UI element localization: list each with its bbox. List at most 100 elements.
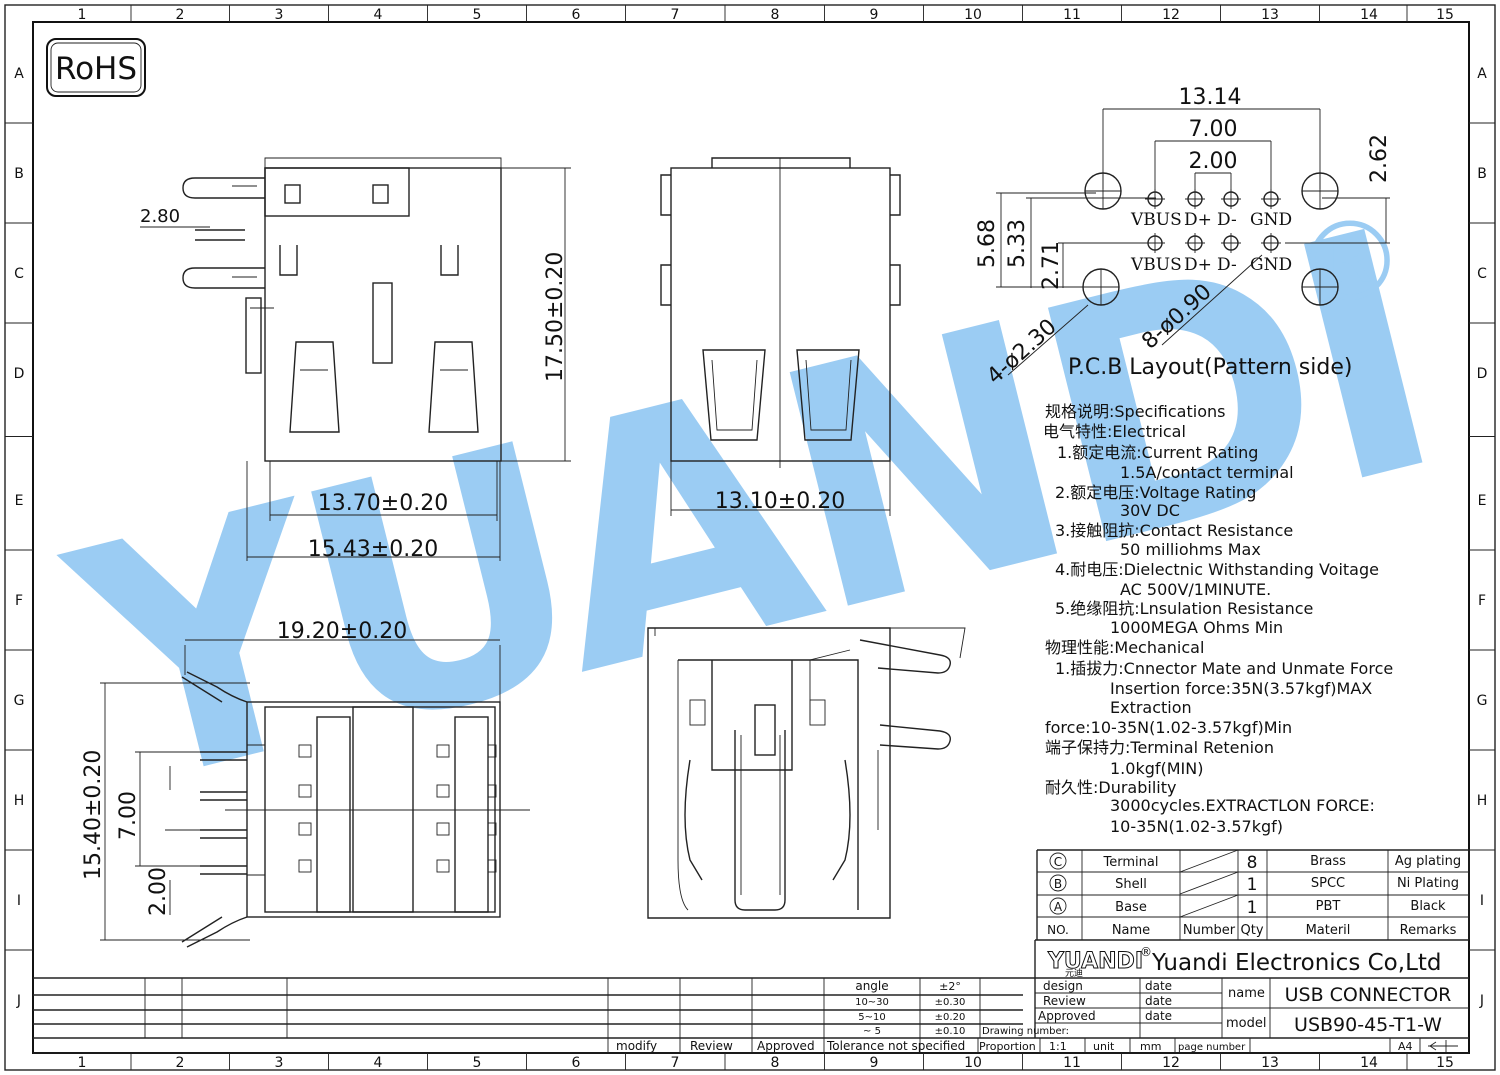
pcb-dim-2-71: 2.71	[1039, 241, 1064, 290]
zone-bottom-1: 1	[78, 1055, 87, 1071]
bom-mark: A	[1054, 900, 1063, 914]
svg-text:®: ®	[1140, 945, 1152, 959]
dim-front-width: 13.10±0.20	[715, 489, 845, 514]
spec-line: 10-35N(1.02-3.57kgf)	[1110, 817, 1283, 836]
zone-right-D: D	[1477, 366, 1488, 382]
label-date-3: date	[1145, 1009, 1172, 1023]
spec-line: Extraction	[1110, 698, 1192, 717]
value-name: USB CONNECTOR	[1285, 984, 1452, 1006]
zone-left-B: B	[14, 166, 24, 182]
bom-mark-circle	[1049, 874, 1067, 892]
zone-top-6: 6	[572, 7, 581, 23]
dim-bottom-width: 19.20±0.20	[277, 619, 407, 644]
bom-mark: C	[1054, 855, 1062, 869]
dim-2-80: 2.80	[140, 206, 180, 227]
bom-name: Base	[1115, 900, 1147, 915]
zone-top-11: 11	[1063, 7, 1081, 23]
spec-line: 5.绝缘阻抗:Lnsulation Resistance	[1055, 599, 1313, 618]
zone-bottom-5: 5	[473, 1055, 482, 1071]
zone-bottom-4: 4	[374, 1055, 383, 1071]
logo-text: YUANDI	[1047, 949, 1143, 974]
zone-markers: 1122334455667788991010111112121313141415…	[5, 5, 1495, 1071]
zone-bottom-13: 13	[1261, 1055, 1279, 1071]
label-proportion: Proportion	[979, 1040, 1036, 1053]
pcb-dim-2-62: 2.62	[1367, 134, 1392, 183]
bom-mark-circle	[1049, 897, 1067, 915]
label-model: model	[1226, 1016, 1266, 1031]
zone-left-I: I	[17, 893, 21, 909]
pin-row2-vbus: VBUS	[1130, 255, 1182, 275]
zone-bottom-14: 14	[1360, 1055, 1378, 1071]
pin-row2-dplus: D+	[1184, 255, 1212, 275]
rohs-box-inner	[50, 42, 142, 93]
label-review-bottom: Review	[690, 1039, 733, 1053]
bom-mark: B	[1054, 877, 1062, 891]
bom-material: PBT	[1316, 899, 1341, 914]
pcb-dim-7: 7.00	[1189, 117, 1238, 142]
front-view: 13.10±0.20	[660, 157, 901, 516]
dim-side-width1: 13.70±0.20	[318, 491, 448, 516]
bom-name: Shell	[1115, 877, 1147, 892]
value-model: USB90-45-T1-W	[1294, 1014, 1442, 1036]
value-angle-tol: ±2°	[939, 980, 961, 993]
spec-line: force:10-35N(1.02-3.57kgf)Min	[1045, 718, 1292, 737]
bom-header-number: Number	[1183, 923, 1236, 938]
zone-left-G: G	[14, 693, 25, 709]
bom-qty: 1	[1247, 898, 1258, 918]
dim-side-width2: 15.43±0.20	[308, 537, 438, 562]
rohs-label: RoHS	[55, 51, 137, 87]
range-3: ~ 5	[863, 1026, 881, 1037]
zone-left-D: D	[14, 366, 25, 382]
side-view: 2.80 17.50±0.20 13.70±0.20 15.43±0.20	[140, 157, 571, 562]
pcb-title: P.C.B Layout(Pattern side)	[1068, 355, 1352, 380]
spec-line: 耐久性:Durability	[1045, 778, 1176, 797]
bom-name: Terminal	[1103, 855, 1159, 870]
zone-top-13: 13	[1261, 7, 1279, 23]
pin-row1-dplus: D+	[1184, 210, 1212, 230]
bom-remarks: Black	[1410, 899, 1446, 914]
zone-left-A: A	[14, 66, 24, 82]
specifications: 规格说明:Specifications电气特性:Electrical1.额定电流…	[1043, 402, 1393, 836]
zone-top-10: 10	[964, 7, 982, 23]
bom-material: SPCC	[1311, 876, 1345, 891]
range-2: 5~10	[858, 1012, 885, 1023]
zone-top-1: 1	[78, 7, 87, 23]
zone-top-7: 7	[671, 7, 680, 23]
label-modify: modify	[616, 1039, 657, 1053]
spec-line: 1.插拔力:Cnnector Mate and Unmate Force	[1055, 659, 1393, 678]
zone-top-14: 14	[1360, 7, 1378, 23]
zone-right-I: I	[1480, 893, 1484, 909]
bom-material: Brass	[1310, 854, 1346, 869]
bottom-view: 19.20±0.20 15.40±0.20 7.00 2.00	[81, 619, 530, 948]
zone-top-3: 3	[275, 7, 284, 23]
bom-header-name: Name	[1112, 923, 1150, 938]
pin-row1-gnd: GND	[1250, 210, 1292, 230]
zone-bottom-9: 9	[870, 1055, 879, 1071]
label-tolerance: Tolerance not specified	[826, 1039, 965, 1053]
range-1: 10~30	[855, 997, 889, 1008]
logo-cn: 元迪	[1065, 967, 1083, 979]
pin-row2-dminus: D-	[1217, 255, 1237, 275]
spec-line: AC 500V/1MINUTE.	[1120, 580, 1271, 599]
zone-bottom-2: 2	[176, 1055, 185, 1071]
pcb-dim-13-14: 13.14	[1179, 85, 1242, 110]
spec-line: 4.耐电压:Dielectnic Withstanding Voitage	[1055, 560, 1379, 579]
zone-right-F: F	[1478, 593, 1486, 609]
label-approved: Approved	[1038, 1009, 1096, 1023]
range-2-tol: ±0.20	[935, 1012, 966, 1023]
spec-line: 电气特性:Electrical	[1043, 422, 1186, 441]
zone-top-4: 4	[374, 7, 383, 23]
zone-bottom-8: 8	[771, 1055, 780, 1071]
bom-header-no: NO.	[1047, 923, 1069, 937]
zone-top-12: 12	[1162, 7, 1180, 23]
zone-left-J: J	[16, 993, 21, 1009]
label-unit: unit	[1093, 1040, 1115, 1053]
dim-side-height: 17.50±0.20	[543, 252, 568, 382]
dim-bottom-2: 2.00	[146, 867, 171, 916]
range-1-tol: ±0.30	[935, 997, 966, 1008]
pcb-dim-5-68: 5.68	[975, 219, 1000, 268]
label-date-2: date	[1145, 994, 1172, 1008]
label-design: design	[1043, 979, 1083, 993]
